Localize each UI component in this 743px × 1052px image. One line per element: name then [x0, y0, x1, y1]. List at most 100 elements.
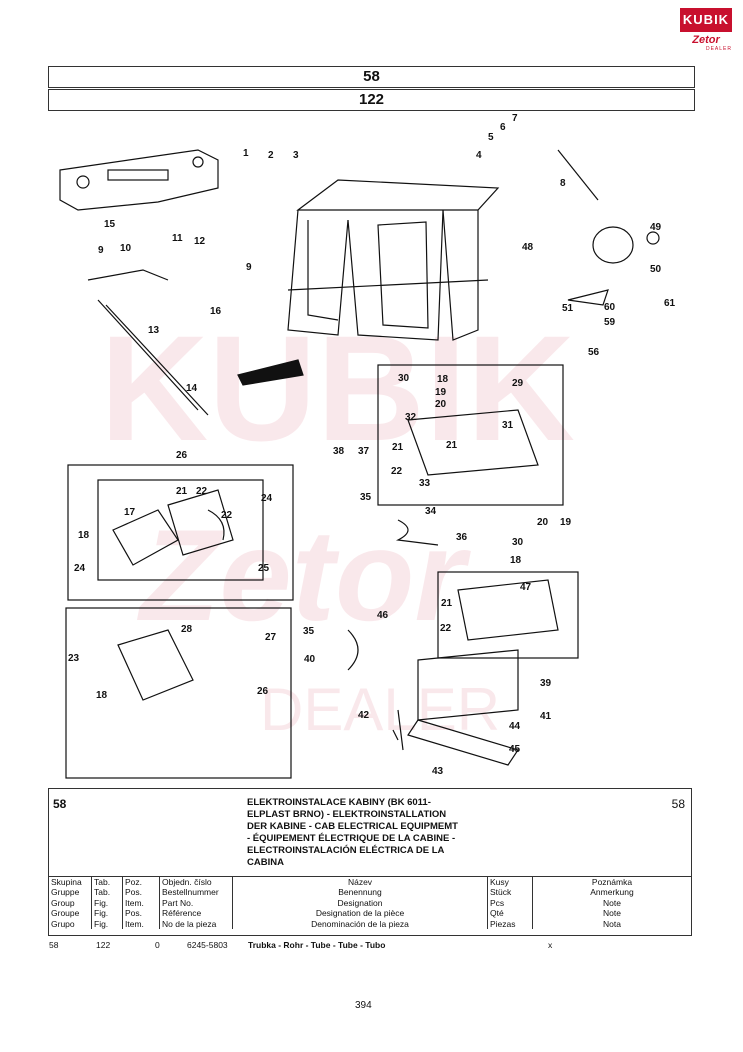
callout: 24 — [74, 563, 86, 574]
callout: 59 — [604, 317, 616, 328]
callout: 21 — [392, 442, 404, 453]
callout: 56 — [588, 347, 600, 358]
callout: 46 — [377, 610, 389, 621]
lens-frame — [417, 649, 519, 721]
callout: 47 — [520, 582, 532, 593]
callout: 48 — [522, 242, 534, 253]
callout: 10 — [120, 243, 132, 254]
cover-lamp — [117, 629, 194, 701]
callout: 2 — [268, 150, 274, 161]
callout: 38 — [333, 446, 345, 457]
interior-lamp — [457, 579, 559, 641]
callout: 60 — [604, 302, 616, 313]
logo-sub: Zetor — [692, 34, 720, 46]
callout: 37 — [358, 446, 370, 457]
callout: 19 — [560, 517, 572, 528]
callout: 35 — [360, 492, 372, 503]
callout: 26 — [257, 686, 269, 697]
cable-35 — [347, 629, 359, 671]
callout: 43 — [432, 766, 444, 777]
part-table: 122 — [96, 940, 111, 950]
part-pos: 0 — [155, 940, 160, 950]
part-group: 58 — [49, 940, 59, 950]
callout: 4 — [476, 150, 482, 161]
part-name: Trubka - Rohr - Tube - Tube - Tubo — [248, 940, 386, 950]
callout: 33 — [419, 478, 431, 489]
callout: 8 — [560, 178, 566, 189]
callout: 16 — [210, 306, 222, 317]
callout: 14 — [186, 383, 198, 394]
callout: 13 — [148, 325, 160, 336]
callout: 34 — [425, 506, 437, 517]
callout: 22 — [221, 510, 233, 521]
direction-arrow — [237, 359, 304, 386]
dealer-watermark: KUBIK Zetor DEALER — [100, 304, 575, 743]
group-header: 58 — [48, 66, 695, 88]
callout: 18 — [78, 530, 90, 541]
kubik-zetor-logo: KUBIK Zetor DEALER — [680, 8, 732, 62]
callout: 22 — [440, 623, 452, 634]
callout: 61 — [664, 298, 676, 309]
col-table: Tab.Tab.Fig.Fig.Fig. — [91, 876, 123, 930]
box-31 — [377, 364, 564, 506]
callout: 30 — [398, 373, 410, 384]
callout: 21 — [446, 440, 458, 451]
callout: 22 — [196, 486, 208, 497]
callout: 7 — [512, 113, 518, 124]
callout: 36 — [456, 532, 468, 543]
callout: 49 — [650, 222, 662, 233]
logo-brand: KUBIK — [680, 8, 732, 32]
callout: 23 — [68, 653, 80, 664]
callout: 31 — [502, 420, 514, 431]
callout: 30 — [512, 537, 524, 548]
callout: 20 — [435, 399, 447, 410]
callout: 40 — [304, 654, 316, 665]
callout: 51 — [562, 303, 574, 314]
callout: 6 — [500, 122, 506, 133]
callout: 35 — [303, 626, 315, 637]
wiper-blade-front — [97, 299, 199, 411]
spotlight — [567, 226, 660, 306]
callout: 5 — [488, 132, 494, 143]
cab-frame — [87, 179, 500, 341]
part-qty: x — [548, 940, 553, 950]
callout: 18 — [510, 555, 522, 566]
callout: 26 — [176, 450, 188, 461]
callout: 15 — [104, 219, 116, 230]
callout: 11 — [172, 233, 183, 244]
callout: 21 — [176, 486, 188, 497]
wiper-blade-top — [557, 149, 599, 201]
info-group: 58 — [53, 797, 67, 811]
callout: 50 — [650, 264, 662, 275]
svg-text:KUBIK: KUBIK — [100, 304, 575, 472]
callout: 41 — [540, 711, 552, 722]
box-27 — [67, 464, 294, 601]
callout: 9 — [98, 245, 104, 256]
callout: 27 — [265, 632, 277, 643]
callout: 22 — [391, 466, 403, 477]
box-28 — [65, 607, 292, 779]
callout: 19 — [435, 387, 447, 398]
box-26-inner — [97, 479, 264, 581]
col-pos: Poz.Pos.Item.Pos.Item. — [122, 876, 160, 930]
page-number: 394 — [355, 1000, 372, 1011]
callout: 24 — [261, 493, 273, 504]
callout: 25 — [258, 563, 270, 574]
section-title: ELEKTROINSTALACE KABINY (BK 6011- ELPLAS… — [247, 797, 458, 868]
callout: 9 — [246, 262, 252, 273]
callout: 21 — [441, 598, 453, 609]
part-number: 6245-5803 — [187, 940, 228, 950]
callout: 29 — [512, 378, 524, 389]
callout: 18 — [437, 374, 449, 385]
callout: 17 — [124, 507, 136, 518]
callout: 12 — [194, 236, 206, 247]
callout: 45 — [509, 744, 521, 755]
callout: 20 — [537, 517, 549, 528]
